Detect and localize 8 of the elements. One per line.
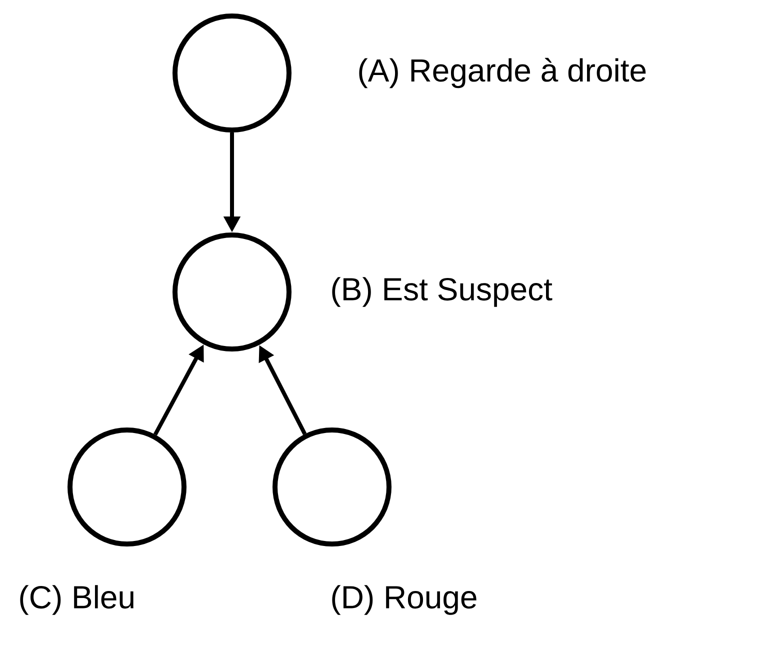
circle-node (172, 232, 292, 352)
node-label: (C) Bleu (20, 585, 134, 615)
node-label: (B) Est Suspect (332, 277, 552, 307)
node-label: (A) Regarde à droite (359, 58, 646, 88)
node-label: (D) Rouge (332, 585, 476, 615)
circle-node (172, 14, 292, 132)
circle-node (68, 428, 186, 546)
circle-node (272, 428, 392, 546)
